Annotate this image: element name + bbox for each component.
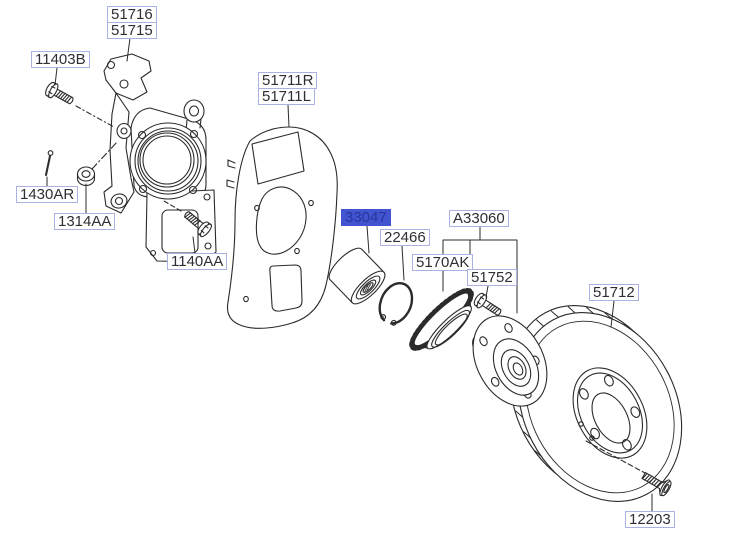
label-22466[interactable]: 22466 [380, 229, 430, 246]
label-12203[interactable]: 12203 [625, 511, 675, 528]
label-1314AA[interactable]: 1314AA [54, 213, 116, 230]
snap-ring-drawing [378, 282, 414, 326]
label-5170AK[interactable]: 5170AK [412, 254, 474, 271]
label-51711L[interactable]: 51711L [258, 88, 315, 105]
hub-drawing [472, 315, 548, 407]
screw-12203-drawing [585, 440, 672, 497]
label-A33060[interactable]: A33060 [449, 210, 509, 227]
label-51716[interactable]: 51716 [107, 6, 157, 23]
tone-wheel-drawing [409, 287, 474, 351]
label-1430AR[interactable]: 1430AR [16, 186, 79, 203]
bolt-1140AA-drawing [163, 200, 213, 238]
bolt-11403B-drawing [45, 81, 115, 128]
label-51711R[interactable]: 51711R [258, 72, 318, 89]
nut-1314AA-drawing [76, 140, 119, 186]
label-33047-selected[interactable]: 33047 [341, 209, 391, 226]
label-1140AA[interactable]: 1140AA [167, 253, 228, 270]
label-51712[interactable]: 51712 [589, 284, 639, 301]
label-51715[interactable]: 51715 [107, 22, 157, 39]
label-51752[interactable]: 51752 [467, 269, 517, 286]
dust-shield-drawing [226, 126, 338, 329]
label-11403B[interactable]: 11403B [31, 51, 90, 68]
brake-disc-drawing [509, 305, 683, 502]
wheel-bearing-drawing [328, 247, 386, 305]
cotter-pin-1430AR-drawing [45, 150, 54, 176]
